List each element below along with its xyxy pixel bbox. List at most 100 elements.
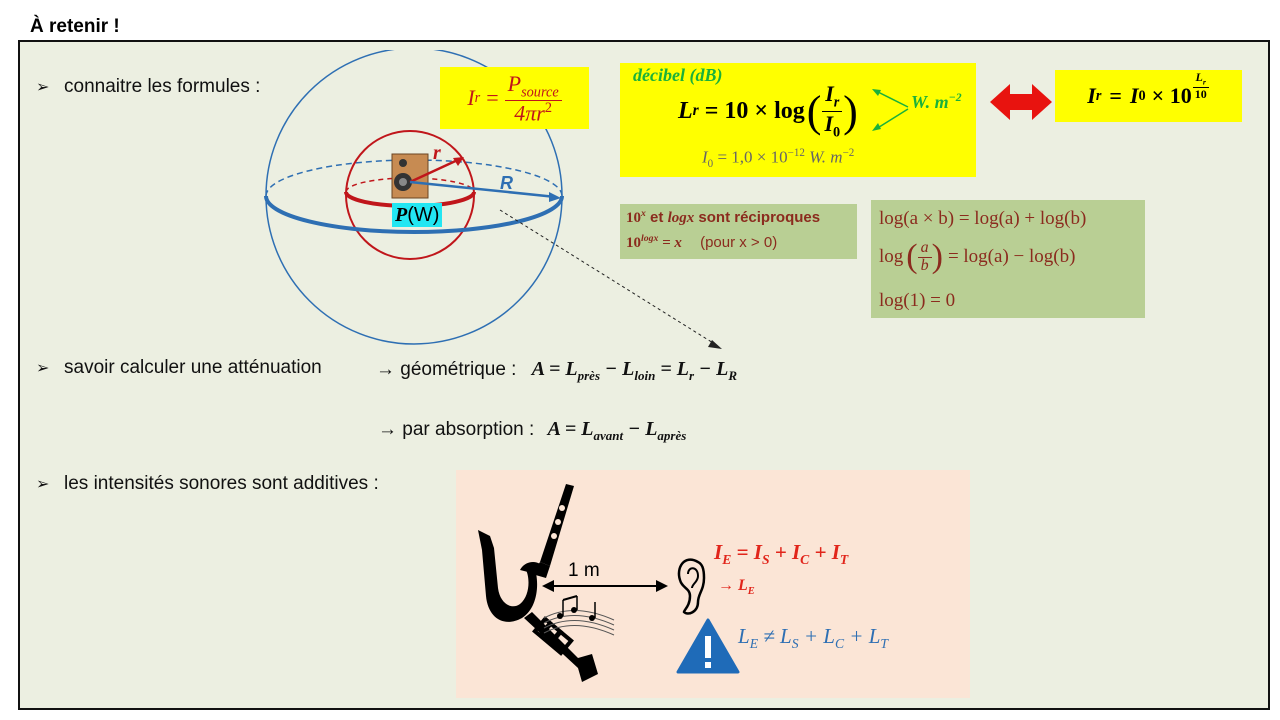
abs-part-1: A = L	[547, 418, 594, 440]
label-big-R: R	[500, 173, 513, 193]
double-arrow-icon	[990, 84, 1052, 120]
power-symbol: P	[395, 204, 408, 226]
power-unit: (W)	[407, 204, 440, 226]
geo-sub-loin: loin	[634, 368, 656, 383]
outer-equator-front	[264, 195, 564, 234]
log-quotient-prefix: log	[879, 246, 904, 267]
attenuation-absorption: → par absorption : A = Lavant − Laprès	[378, 418, 686, 444]
geometric-label: → géométrique :	[376, 359, 517, 380]
log-one-rule: log(1) = 0	[879, 290, 956, 311]
reciprocal-condition: (pour x > 0)	[700, 234, 778, 251]
attenuation-geometric: → géométrique : A = Lprès − Lloin = Lr −…	[376, 358, 737, 384]
decibel-i0-unit: W. m	[809, 147, 843, 167]
bullet-arrow-icon: ➢	[36, 360, 50, 377]
reciprocal-line2: 10logx = x (pour x > 0)	[626, 233, 777, 252]
decibel-frac-num-sub: r	[833, 94, 840, 111]
decibel-frac-num: I	[825, 81, 834, 107]
ie-sub: E	[722, 552, 732, 568]
ear-icon	[677, 558, 706, 615]
decibel-i0-exp: −12	[787, 147, 805, 159]
le-sub: E	[747, 586, 755, 598]
inverse-lhs: I	[1087, 83, 1096, 108]
abs-sub-apres: après	[657, 428, 687, 443]
saxophone-icon	[478, 530, 540, 622]
intensity-fraction: Psource 4πr2	[504, 72, 562, 126]
geo-sub-pres: près	[577, 368, 600, 383]
decibel-fraction: Ir I0	[821, 82, 843, 140]
radius-R-arrow	[409, 180, 557, 199]
page-title: À retenir !	[30, 16, 120, 37]
warning-icon	[676, 618, 740, 674]
decibel-lr-sub: r	[692, 102, 699, 119]
geo-part-1: A = L	[531, 358, 578, 380]
inverse-exp-num: L	[1195, 70, 1203, 85]
unit-arrows	[872, 89, 909, 131]
geo-part-4: − L	[694, 358, 729, 380]
inverse-eq: =	[1109, 83, 1122, 108]
reciprocal-text: sont réciproques	[694, 209, 821, 226]
log-quotient-rest: = log(a) − log(b)	[947, 246, 1076, 267]
intensity-den-sup: 2	[544, 99, 553, 116]
geometric-formula: A = Lprès − Lloin = Lr − LR	[531, 358, 737, 383]
intensity-lhs-sub: r	[474, 89, 481, 106]
inverse-lhs-sub: r	[1095, 87, 1102, 104]
bullet-additive-text: les intensités sonores sont additives :	[64, 473, 379, 494]
bullet-attenuation: ➢savoir calculer une atténuation	[36, 357, 322, 379]
log-properties-box: log(a × b) = log(a) + log(b) log ( a b )…	[871, 200, 1145, 318]
log-quotient-rule: log ( a b ) = log(a) − log(b)	[879, 238, 1076, 275]
reciprocal-x: x	[641, 208, 646, 219]
log-quotient-num: a	[917, 239, 932, 258]
inverse-i0-sub: 0	[1138, 87, 1146, 104]
decibel-unit-text: W. m	[911, 92, 949, 112]
le-arrow-text: → L	[718, 577, 748, 594]
reciprocal-box: 10x et logx sont réciproques 10logx = x …	[620, 204, 857, 259]
reciprocal-logx: logx	[667, 210, 695, 226]
distance-arrow	[542, 580, 668, 592]
decibel-i0: I0 = 1,0 × 10−12 W. m−2	[702, 147, 854, 170]
abs-part-2: − L	[623, 418, 658, 440]
radius-r-arrow	[409, 156, 463, 184]
ineq-sub-E: E	[749, 636, 759, 652]
plus-1: + I	[769, 540, 801, 564]
inverse-times: × 10	[1151, 83, 1192, 108]
outer-equator-back	[265, 159, 563, 197]
log-quotient-den: b	[920, 256, 929, 274]
decibel-unit: W. m−2	[911, 91, 962, 113]
bullet-formulas-text: connaitre les formules :	[64, 76, 261, 97]
ineq-sub-T: T	[880, 636, 888, 652]
music-notes-icon	[543, 595, 615, 636]
decibel-frac-den: I	[824, 110, 833, 136]
log-product-rule: log(a × b) = log(a) + log(b)	[879, 208, 1087, 229]
reciprocal-line1: 10x et logx sont réciproques	[626, 208, 820, 227]
decibel-lr: L	[678, 97, 693, 124]
intensity-den: 4πr	[514, 100, 545, 126]
bullet-formulas: ➢ connaitre les formules :	[36, 76, 260, 98]
power-label: P(W)	[392, 203, 443, 227]
ineq-part-2: ≠ L	[758, 624, 792, 648]
reciprocal-eq-x: = x	[658, 235, 682, 251]
trumpet-icon	[524, 612, 598, 682]
decibel-i0-symbol: I	[702, 147, 708, 167]
bullet-arrow-icon: ➢	[36, 476, 50, 493]
absorption-formula: A = Lavant − Laprès	[547, 418, 687, 443]
radius-r-arrowhead	[453, 157, 464, 166]
absorption-label: → par absorption :	[378, 419, 535, 440]
inverse-exp-den: 10	[1194, 86, 1207, 101]
distance-label: 1 m	[568, 560, 600, 581]
bullet-arrow-icon: ➢	[36, 79, 50, 96]
decibel-heading: décibel (dB)	[633, 65, 723, 85]
inverse-exp-num-sub: r	[1202, 77, 1206, 87]
bullet-additive: ➢ les intensités sonores sont additives :	[36, 473, 379, 495]
intensity-num-sub: source	[521, 83, 559, 100]
abs-sub-avant: avant	[593, 428, 624, 443]
ineq-sub-S: S	[791, 636, 799, 652]
decibel-i0-sub: 0	[707, 158, 714, 171]
instruments-illustration	[478, 484, 615, 682]
intensity-lhs: I	[467, 85, 475, 110]
decibel-i0-unit-sup: −2	[842, 147, 855, 159]
plus-2: + I	[809, 540, 840, 564]
